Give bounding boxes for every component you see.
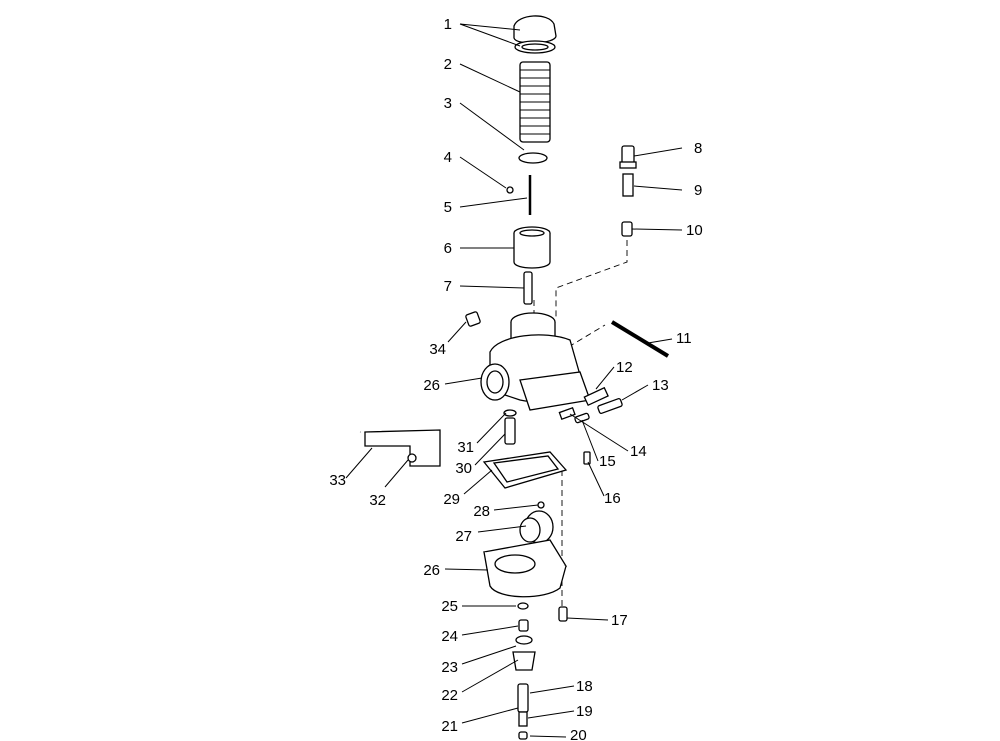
part-label-12: 12 [616,359,633,376]
part-spring [519,61,551,143]
part-carburetor-body [480,312,591,411]
part-float-bowl [482,539,568,598]
part-pilot-spring [558,406,576,420]
part-label-26-body: 26 [423,377,440,394]
part-tube [517,683,529,713]
part-tube-tip [518,711,528,727]
part-label-19: 19 [576,703,593,720]
part-label-34: 34 [429,341,446,358]
part-plate [518,152,548,164]
part-throttle-slide [513,226,551,269]
part-label-6: 6 [444,240,452,257]
part-needle-jet [523,271,533,305]
part-main-jet [504,417,516,445]
part-label-33: 33 [329,472,346,489]
part-bracket-screw [407,453,417,463]
part-label-23: 23 [441,659,458,676]
part-label-5: 5 [444,199,452,216]
part-label-21: 21 [441,718,458,735]
part-idle-spring [583,386,609,407]
part-drain-screw [583,451,591,465]
part-plug [518,731,528,740]
part-label-15: 15 [599,453,616,470]
part-label-26-bowl: 26 [423,562,440,579]
leader-lines [345,23,683,738]
part-clip [506,186,514,194]
part-label-22: 22 [441,687,458,704]
part-label-20: 20 [570,727,587,741]
part-label-31: 31 [457,439,474,456]
part-label-1: 1 [444,16,452,33]
part-label-25: 25 [441,598,458,615]
part-label-11: 11 [676,330,692,347]
part-float-pin [610,320,670,358]
part-idle-screw [597,398,623,414]
part-jet-holder [619,145,637,169]
part-labels: 1 2 3 4 5 6 7 8 9 10 11 12 13 14 15 16 1… [329,16,702,741]
part-small-cap [465,311,481,327]
part-label-32: 32 [369,492,386,509]
part-gasket-inner [492,455,560,483]
part-label-3: 3 [444,95,452,112]
part-label-9: 9 [694,182,702,199]
part-pilot-screw [574,412,590,424]
part-label-17: 17 [611,612,628,629]
part-float-needle [537,501,545,509]
part-washer [503,409,517,417]
parts-illustration [359,15,670,740]
part-label-13: 13 [652,377,669,394]
part-label-7: 7 [444,278,452,295]
part-jet-holder-lower [512,651,536,671]
part-bowl-screw [558,606,568,622]
part-pilot-jet [621,221,633,237]
part-label-10: 10 [686,222,703,239]
part-label-29: 29 [443,491,460,508]
part-label-28: 28 [473,503,490,520]
part-float [519,510,554,544]
part-bracket [364,429,441,467]
part-o-ring-small [517,602,529,610]
part-label-30: 30 [455,460,472,477]
part-label-2: 2 [444,56,452,73]
part-label-4: 4 [444,149,452,166]
part-label-14: 14 [630,443,647,460]
part-label-24: 24 [441,628,458,645]
part-o-ring [515,635,533,645]
part-label-18: 18 [576,678,593,695]
part-label-16: 16 [604,490,621,507]
part-jet-small [518,619,529,632]
part-label-27: 27 [455,528,472,545]
part-label-8: 8 [694,140,702,157]
part-jet-spring [622,173,634,197]
part-cap [513,15,557,54]
